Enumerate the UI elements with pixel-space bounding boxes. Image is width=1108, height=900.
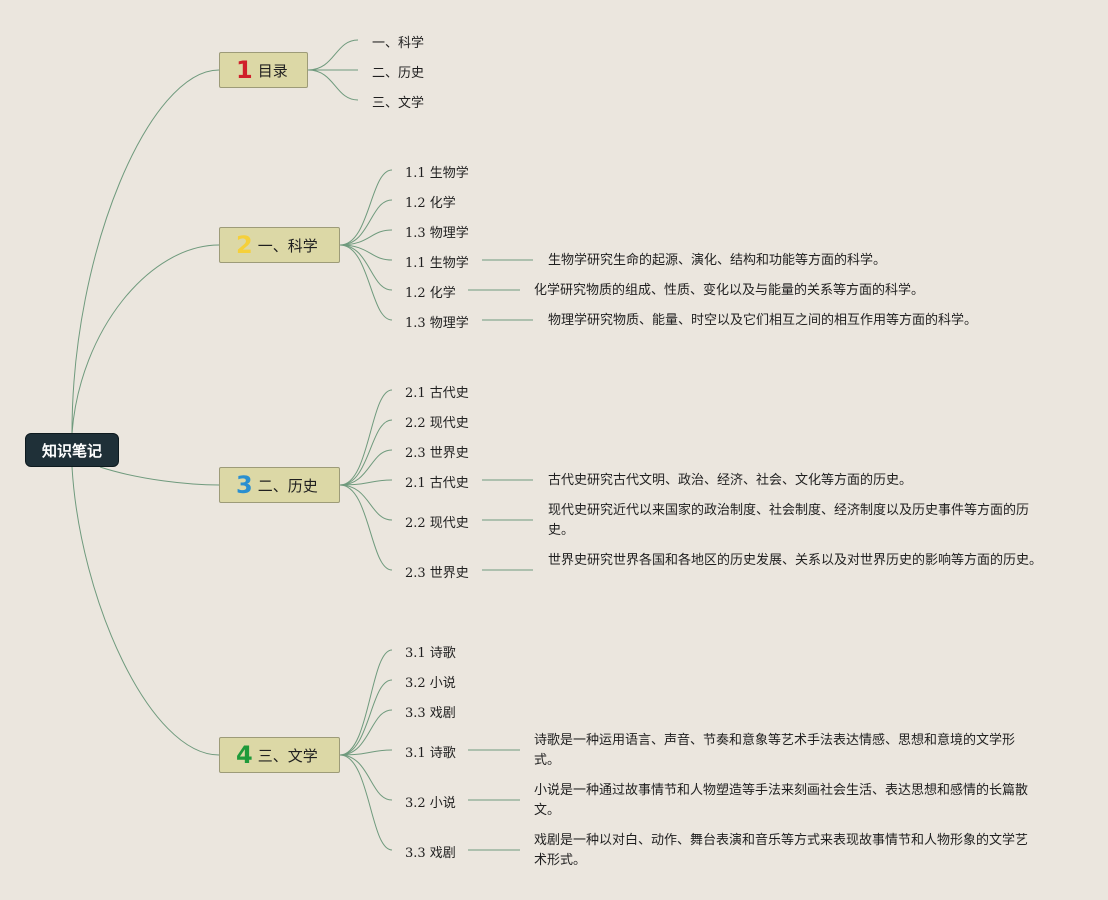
link-root-topic-2 <box>71 244 220 434</box>
link-t1-c1 <box>307 39 359 71</box>
leaf-item[interactable]: 2.2 现代史 <box>405 516 469 531</box>
root-node[interactable]: 知识笔记 <box>25 433 119 467</box>
topic-label: 二、历史 <box>257 476 318 495</box>
number-one-icon: 1 <box>236 56 253 84</box>
topic-label: 三、文学 <box>257 746 318 765</box>
leaf-item[interactable]: 2.3 世界史 <box>405 566 469 581</box>
description-text[interactable]: 戏剧是一种以对白、动作、舞台表演和音乐等方式来表现故事情节和人物形象的文学艺术形… <box>534 833 1029 868</box>
link-t2-c3 <box>339 229 393 246</box>
leaf-item[interactable]: 1.2 化学 <box>405 286 456 301</box>
link-t4-c6 <box>339 754 393 851</box>
leaf-item[interactable]: 三、文学 <box>372 96 425 111</box>
link-t3-c3 <box>339 449 393 486</box>
leaf-item[interactable]: 2.1 古代史 <box>405 476 469 491</box>
link-t4-c2 <box>339 679 393 756</box>
number-three-icon: 3 <box>236 471 253 499</box>
link-t3-c2 <box>339 419 393 486</box>
link-t2-c5 <box>339 244 393 291</box>
link-t1-c3 <box>307 69 359 101</box>
link-root-topic-4 <box>71 466 220 756</box>
link-t2-c6 <box>339 244 393 321</box>
leaf-item[interactable]: 3.3 戏剧 <box>405 846 456 861</box>
link-t4-c5 <box>339 754 393 801</box>
topic-literature[interactable]: 4 三、文学 <box>219 737 340 773</box>
link-t4-c1 <box>339 649 393 756</box>
description-text[interactable]: 物理学研究物质、能量、时空以及它们相互之间的相互作用等方面的科学。 <box>548 313 978 328</box>
link-t3-c4 <box>339 479 393 486</box>
topic-label: 目录 <box>257 61 288 80</box>
link-t2-c4 <box>339 244 393 261</box>
number-four-icon: 4 <box>236 741 253 769</box>
topic-contents[interactable]: 1 目录 <box>219 52 308 88</box>
number-two-icon: 2 <box>236 231 253 259</box>
description-text[interactable]: 现代史研究近代以来国家的政治制度、社会制度、经济制度以及历史事件等方面的历史。 <box>548 503 1030 538</box>
topic-science[interactable]: 2 一、科学 <box>219 227 340 263</box>
leaf-item[interactable]: 1.1 生物学 <box>405 166 469 181</box>
leaf-item[interactable]: 3.3 戏剧 <box>405 706 456 721</box>
link-root-topic-1 <box>71 69 220 434</box>
description-text[interactable]: 古代史研究古代文明、政治、经济、社会、文化等方面的历史。 <box>548 473 913 488</box>
topic-label: 一、科学 <box>257 236 318 255</box>
leaf-item[interactable]: 3.2 小说 <box>405 796 456 811</box>
link-t3-c1 <box>339 389 393 486</box>
root-label: 知识笔记 <box>41 441 102 460</box>
link-t4-c4 <box>339 749 393 756</box>
leaf-item[interactable]: 2.2 现代史 <box>405 416 469 431</box>
leaf-item[interactable]: 2.1 古代史 <box>405 386 469 401</box>
link-t2-c2 <box>339 199 393 246</box>
link-root-topic-3 <box>99 466 220 486</box>
description-text[interactable]: 世界史研究世界各国和各地区的历史发展、关系以及对世界历史的影响等方面的历史。 <box>548 553 1043 568</box>
leaf-item[interactable]: 二、历史 <box>372 66 425 81</box>
description-text[interactable]: 生物学研究生命的起源、演化、结构和功能等方面的科学。 <box>548 253 887 268</box>
leaf-item[interactable]: 3.2 小说 <box>405 676 456 691</box>
leaf-item[interactable]: 3.1 诗歌 <box>405 646 456 661</box>
leaf-item[interactable]: 1.2 化学 <box>405 196 456 211</box>
link-t3-c6 <box>339 484 393 571</box>
leaf-item[interactable]: 1.1 生物学 <box>405 256 469 271</box>
leaf-item[interactable]: 1.3 物理学 <box>405 226 469 241</box>
leaf-item[interactable]: 1.3 物理学 <box>405 316 469 331</box>
description-text[interactable]: 化学研究物质的组成、性质、变化以及与能量的关系等方面的科学。 <box>534 283 925 298</box>
description-text[interactable]: 诗歌是一种运用语言、声音、节奏和意象等艺术手法表达情感、思想和意境的文学形式。 <box>534 733 1016 768</box>
leaf-item[interactable]: 2.3 世界史 <box>405 446 469 461</box>
link-t2-c1 <box>339 169 393 246</box>
leaf-item[interactable]: 3.1 诗歌 <box>405 746 456 761</box>
link-t3-c5 <box>339 484 393 521</box>
description-text[interactable]: 小说是一种通过故事情节和人物塑造等手法来刻画社会生活、表达思想和感情的长篇散文。 <box>534 783 1029 818</box>
leaf-item[interactable]: 一、科学 <box>372 36 425 51</box>
link-t4-c3 <box>339 709 393 756</box>
topic-history[interactable]: 3 二、历史 <box>219 467 340 503</box>
